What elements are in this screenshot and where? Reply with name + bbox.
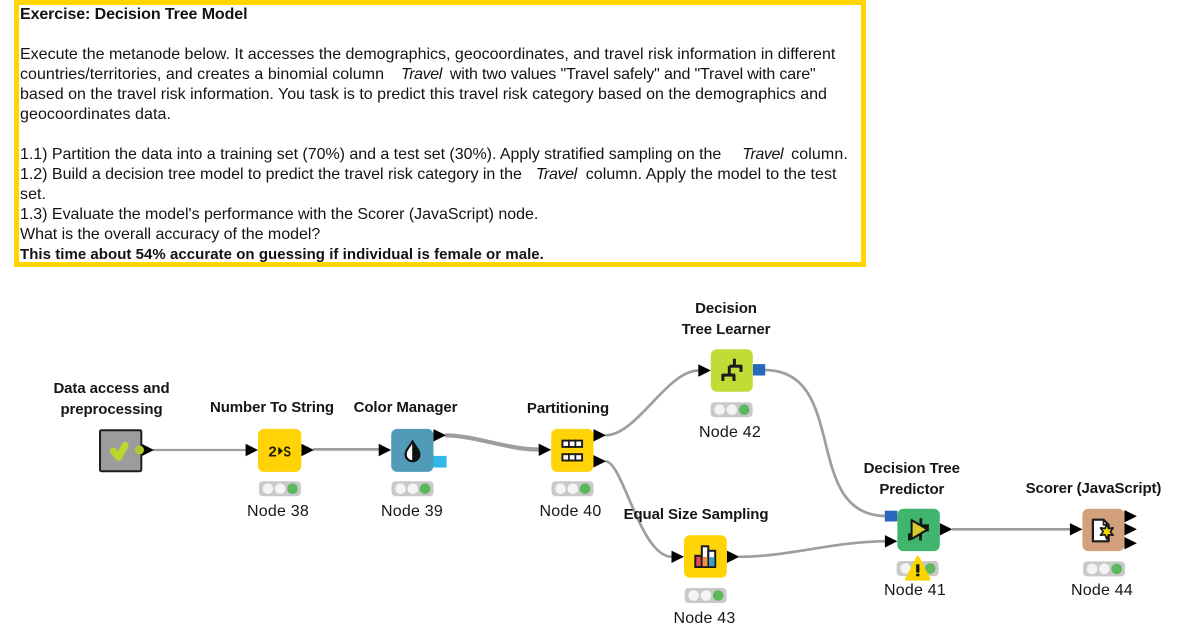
svg-text:S: S [283,444,291,461]
svg-text:2: 2 [268,444,276,461]
